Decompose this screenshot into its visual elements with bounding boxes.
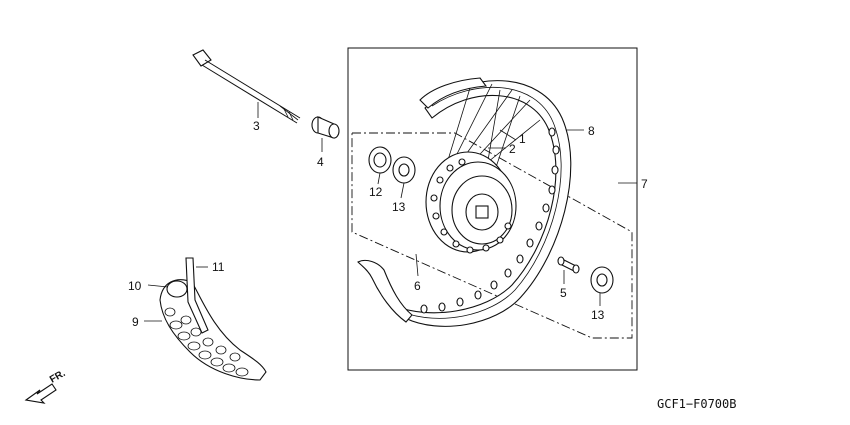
distance-collar [557,256,580,274]
callout-13-upper: 13 [392,200,406,214]
rim-channel [401,86,562,319]
callout-8: 8 [588,124,595,138]
rim-band [185,257,209,334]
axle-collar [311,116,340,139]
assembly-frame [347,47,638,371]
callout-11: 11 [212,260,225,274]
arrow-down-left-icon [24,383,57,404]
hub-subassembly-boundary [351,132,633,339]
diagram-code: GCF1−F0700B [657,397,736,411]
tire-assembly [159,257,267,381]
rim-segment [357,259,413,323]
callout-9: 9 [132,315,139,329]
bearing-13-lower [590,266,614,294]
wheel-assembly [357,77,572,327]
callout-12: 12 [369,185,383,199]
tire-tread [164,307,249,377]
axle [192,49,301,124]
callout-5: 5 [560,286,567,300]
leader-lines [144,102,637,322]
callouts: 1 2 3 4 5 6 7 8 9 10 11 12 13 13 [128,119,648,329]
callout-6: 6 [414,279,421,293]
callout-1: 1 [519,132,526,146]
bearing-13-upper [392,156,416,184]
callout-4: 4 [317,155,324,169]
bearing-12 [368,146,392,174]
hub [425,151,517,254]
callout-2: 2 [509,142,516,156]
callout-7: 7 [641,177,648,191]
callout-3: 3 [253,119,260,133]
rim-segment-upper [419,77,488,109]
rim-holes [420,127,560,314]
front-direction-indicator: FR. [24,368,68,404]
direction-label: FR. [48,368,68,386]
tube [166,280,188,298]
callout-13-lower: 13 [591,308,605,322]
callout-10: 10 [128,279,142,293]
